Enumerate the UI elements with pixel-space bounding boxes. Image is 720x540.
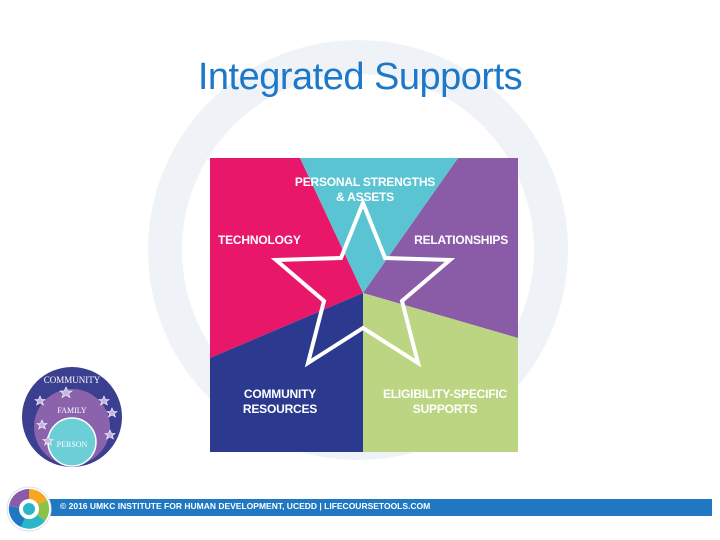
star-icon xyxy=(106,407,118,418)
star-icon xyxy=(42,435,54,446)
star-outline xyxy=(270,197,456,368)
family-label: FAMILY xyxy=(57,406,86,415)
spectrum-circles-graphic: COMMUNITY FAMILY PERSON xyxy=(22,362,122,472)
label-technology: TECHNOLOGY xyxy=(218,233,301,247)
lifecourse-logo-icon xyxy=(6,486,52,532)
star-icon xyxy=(36,419,48,430)
label-relationships: RELATIONSHIPS xyxy=(414,233,508,247)
section-relationships xyxy=(363,158,518,338)
section-community-resources xyxy=(210,293,363,452)
star-icon xyxy=(34,395,46,406)
section-eligibility-supports xyxy=(363,293,518,452)
label-community-resources: COMMUNITY RESOURCES xyxy=(242,387,318,416)
star-diagram-graphic xyxy=(210,158,518,452)
label-personal-strengths: PERSONAL STRENGTHS & ASSETS xyxy=(294,175,436,204)
slide-title: Integrated Supports xyxy=(197,56,523,98)
section-personal-strengths xyxy=(300,158,458,293)
label-eligibility-supports: ELIGIBILITY-SPECIFIC SUPPORTS xyxy=(382,387,507,416)
star-icon xyxy=(104,429,116,440)
footer-copyright-text: © 2016 UMKC INSTITUTE FOR HUMAN DEVELOPM… xyxy=(60,501,431,511)
community-label: COMMUNITY xyxy=(44,375,101,385)
person-label: PERSON xyxy=(57,440,88,449)
footer-bar: © 2016 UMKC INSTITUTE FOR HUMAN DEVELOPM… xyxy=(48,499,712,516)
star-icon xyxy=(59,386,73,399)
integrated-supports-star-diagram: PERSONAL STRENGTHS & ASSETS TECHNOLOGY R… xyxy=(210,158,518,452)
star-icon xyxy=(98,395,110,406)
star-icons xyxy=(34,386,118,446)
